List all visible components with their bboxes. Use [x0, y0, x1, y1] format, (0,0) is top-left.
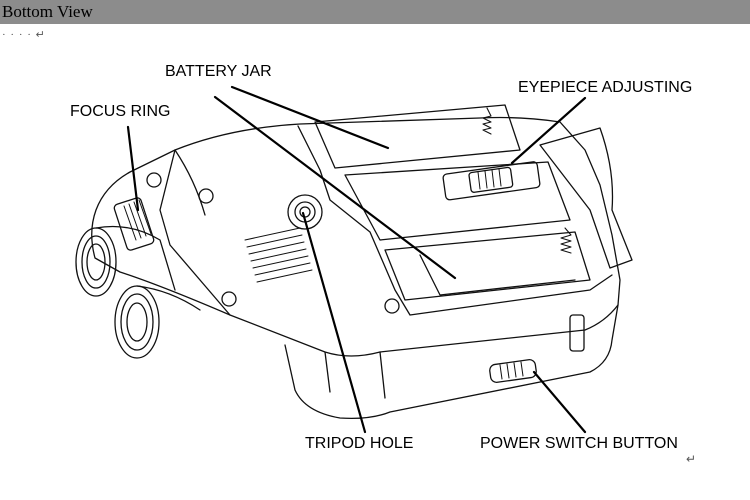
label-focus-ring: FOCUS RING [70, 103, 171, 120]
leader-tripod [301, 211, 367, 434]
vent-grille [244, 227, 313, 283]
eyepiece-slider [442, 161, 541, 201]
power-switch [489, 359, 537, 383]
leader-lines [126, 85, 587, 434]
battery-cover [539, 127, 633, 269]
screw [198, 188, 214, 204]
spring-bottom [560, 227, 572, 254]
paragraph-mark: ↵ [686, 452, 697, 466]
label-power-switch-button: POWER SWITCH BUTTON [480, 435, 678, 452]
leader-focus-ring [126, 125, 140, 212]
header-bar: Bottom View [0, 0, 750, 24]
battery-compartment [297, 125, 613, 316]
device-body [91, 116, 621, 357]
label-eyepiece-adjusting: EYEPIECE ADJUSTING [518, 79, 693, 96]
lens-left [75, 227, 117, 297]
label-battery-jar: BATTERY JAR [165, 63, 272, 80]
page-title: Bottom View [2, 2, 93, 21]
spring-top [482, 107, 492, 135]
lens-right [114, 285, 160, 359]
leader-power [532, 370, 587, 434]
screw [221, 291, 237, 307]
focus-ring-wheel [113, 197, 155, 251]
tripod-hole [287, 194, 323, 230]
leader-eyepiece [510, 96, 587, 165]
leader-battery-1 [230, 85, 390, 150]
label-tripod-hole: TRIPOD HOLE [305, 435, 414, 452]
screw [384, 298, 400, 314]
paragraph-marks: · · · · ↵ [2, 29, 46, 41]
screw [146, 172, 162, 188]
leader-battery-2 [213, 95, 457, 280]
device-skirt [284, 304, 619, 420]
